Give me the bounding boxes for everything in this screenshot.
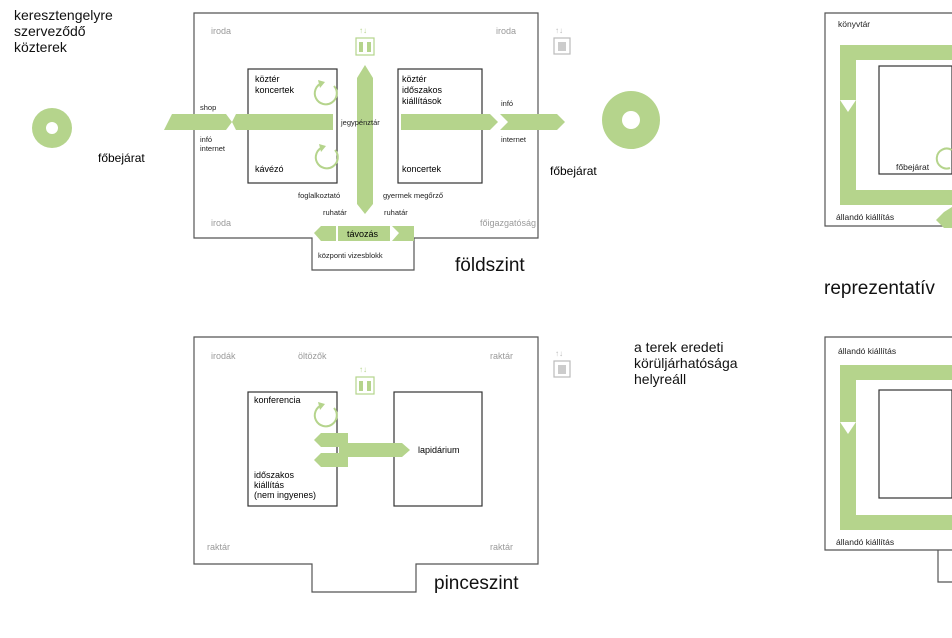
representative-plan-top: könyvtár állandó kiállítás főbejárat rep…: [824, 12, 952, 299]
left-room-bottom: kávézó: [255, 164, 284, 174]
right-room-label-1: köztér: [402, 74, 427, 84]
left-arm: [232, 114, 333, 130]
rep-bottom-inner-room: [878, 389, 952, 499]
corner-foigazgatosag: főigazgatóság: [480, 218, 536, 228]
exit-arrow-right: [392, 226, 414, 241]
representative-plan-bottom: állandó kiállítás állandó kiállítás: [824, 336, 952, 583]
loop-arrow-icon: [313, 404, 338, 428]
right-room-label-2: időszakos: [402, 85, 443, 95]
middle-note: a terek eredeti körüljárhatósága helyreá…: [634, 339, 738, 387]
basement-link-arrow: [339, 433, 410, 467]
rep-top-entry-arrow: [936, 207, 952, 228]
heading-line-3: közterek: [14, 39, 68, 55]
ground-floor-plan: ↑↓ ↑↓ iroda iroda iroda főigazgatóság kö…: [32, 12, 660, 276]
ground-floor-outline: [193, 12, 539, 271]
vertical-axis-top: [357, 65, 373, 186]
gyermek-label: gyermek megőrző: [383, 191, 443, 200]
right-arm: [401, 114, 498, 130]
note-line-2: körüljárhatósága: [634, 355, 738, 371]
svg-text:↑↓: ↑↓: [359, 26, 367, 35]
ruhatar-left-label: ruhatár: [323, 208, 347, 217]
info-right-label: infó: [501, 99, 513, 108]
rep-caption: reprezentatív: [824, 278, 935, 299]
loop-arrow-head-3: [318, 402, 325, 410]
rep-fobejarat-label: főbejárat: [896, 162, 930, 172]
ground-floor-title: földszint: [455, 255, 525, 276]
loop-arrow-icon: [935, 147, 952, 170]
left-room-label-1: köztér: [255, 74, 280, 84]
svg-text:↑↓: ↑↓: [555, 349, 563, 358]
rep-bottom-notch: [840, 422, 856, 434]
ruhatar-right-label: ruhatár: [384, 208, 408, 217]
circle-entrance-icon: [32, 91, 660, 149]
entrance-right-label: főbejárat: [550, 164, 597, 178]
basement-plan: ↑↓ ↑↓ irodák öltözők raktár raktár raktá…: [193, 336, 571, 594]
rep-top-green-loop: [840, 45, 952, 205]
left-room-label-2: koncertek: [255, 85, 295, 95]
heading: keresztengelyre szerveződő közterek: [14, 7, 113, 55]
konferencia-label: konferencia: [254, 395, 301, 405]
corner-irodak: irodák: [211, 351, 236, 361]
svg-text:↑↓: ↑↓: [555, 26, 563, 35]
rep-bottom-notch-outline: [937, 550, 952, 583]
internet-left-label: internet: [200, 144, 226, 153]
left-entry-arrow: [164, 114, 232, 130]
note-line-3: helyreáll: [634, 371, 686, 387]
vertical-axis-bottom: [357, 168, 373, 214]
idoszakos-label-2: kiállítás: [254, 480, 285, 490]
right-entry-arrow: [500, 114, 565, 130]
rep-top-inner-room: [878, 65, 952, 175]
right-room-label-3: kiállítások: [402, 96, 442, 106]
shop-label: shop: [200, 103, 216, 112]
basement-arrow-upper: [314, 433, 346, 447]
elevator-icon: ↑↓: [553, 349, 571, 378]
entrance-left-label: főbejárat: [98, 151, 145, 165]
rep-bottom-allando-bottom: állandó kiállítás: [836, 537, 894, 547]
info-left-label: infó: [200, 135, 212, 144]
corner-raktar-bl: raktár: [207, 542, 230, 552]
loop-arrow-icon: [313, 82, 339, 170]
heading-line-2: szerveződő: [14, 23, 86, 39]
rep-bottom-allando-top: állandó kiállítás: [838, 346, 896, 356]
rep-top-notch: [840, 100, 856, 112]
basement-arrow-lower: [314, 453, 346, 467]
restroom-icon: ↑↓: [355, 26, 375, 56]
elevator-icon: ↑↓: [553, 26, 571, 55]
lapidarium-label: lapidárium: [418, 445, 460, 455]
internet-right-label: internet: [501, 135, 527, 144]
rep-top-allando-label: állandó kiállítás: [836, 212, 894, 222]
kozponti-label: központi vizesblokk: [318, 251, 383, 260]
idoszakos-label-1: időszakos: [254, 470, 295, 480]
jegypenztar-label: jegypénztár: [340, 118, 380, 127]
corner-iroda-bl: iroda: [211, 218, 231, 228]
corner-raktar-tr: raktár: [490, 351, 513, 361]
rep-konyvtar-label: könyvtár: [838, 19, 870, 29]
idoszakos-label-3: (nem ingyenes): [254, 490, 316, 500]
heading-line-1: keresztengelyre: [14, 7, 113, 23]
rep-bottom-green-loop: [840, 365, 952, 530]
note-line-1: a terek eredeti: [634, 339, 724, 355]
rep-bottom-outline: [824, 336, 952, 551]
svg-text:↑↓: ↑↓: [359, 365, 367, 374]
loop-arrow-head-2: [319, 144, 326, 152]
restroom-icon: ↑↓: [355, 365, 375, 395]
corner-iroda-tl: iroda: [211, 26, 231, 36]
corner-raktar-br: raktár: [490, 542, 513, 552]
tavozas-label: távozás: [347, 229, 379, 239]
loop-arrow-head-1: [318, 80, 325, 88]
exit-band: [338, 226, 390, 241]
basement-outline: [193, 336, 539, 593]
exit-arrow-left: [314, 226, 336, 241]
basement-title: pinceszint: [434, 573, 519, 594]
conference-room: [247, 391, 338, 507]
corner-iroda-tr: iroda: [496, 26, 516, 36]
foglalkoztato-label: foglalkoztató: [298, 191, 340, 200]
corner-oltozok: öltözők: [298, 351, 327, 361]
right-room-bottom: koncertek: [402, 164, 442, 174]
rep-top-outline: [824, 12, 952, 227]
